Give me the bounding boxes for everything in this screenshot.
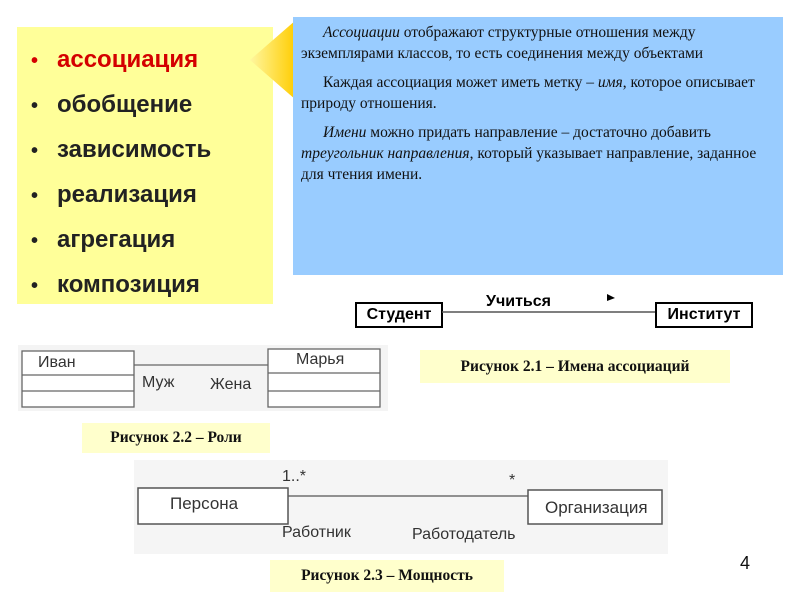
text: отображают структурные отношения между э… — [301, 24, 704, 62]
topic-list-panel: • ассоциация • обобщение • зависимость • реа… — [17, 27, 273, 304]
term: треугольник направления — [301, 145, 470, 162]
figure-caption: Рисунок 2.1 – Имена ассоциаций — [420, 350, 730, 383]
term: Имени — [323, 124, 367, 141]
list-item: • обобщение — [31, 82, 273, 127]
paragraph: Каждая ассоциация может иметь метку – им… — [293, 72, 783, 114]
association-name: Учиться — [486, 293, 551, 310]
bullet-icon: • — [31, 95, 39, 117]
term: имя — [597, 74, 623, 91]
list-item: • ассоциация — [31, 37, 273, 82]
text: Каждая ассоциация может иметь метку – — [323, 74, 598, 91]
role-wife: Жена — [210, 376, 252, 393]
figure-caption: Рисунок 2.3 – Мощность — [270, 560, 504, 592]
list-item-label: обобщение — [57, 91, 193, 118]
roles-diagram — [18, 345, 388, 411]
paragraph: Ассоциации отображают структурные отноше… — [293, 22, 783, 64]
class-organization: Организация — [545, 498, 648, 517]
role-husband: Муж — [142, 374, 175, 391]
multiplicity-right: * — [509, 472, 516, 489]
paragraph: Имени можно придать направление – достат… — [293, 122, 783, 185]
bullet-icon: • — [31, 50, 39, 72]
class-marya: Марья — [296, 351, 345, 368]
text: , которое описывает природу отношения. — [301, 74, 755, 112]
role-employer: Работодатель — [412, 526, 516, 543]
list-item-label: ассоциация — [57, 46, 199, 73]
list-item-label: агрегация — [57, 226, 176, 253]
topic-list: • ассоциация • обобщение • зависимость • реа… — [17, 27, 273, 307]
class-institute: Институт — [655, 302, 753, 328]
page-number: 4 — [740, 553, 751, 573]
figure-caption: Рисунок 2.2 – Роли — [82, 423, 270, 453]
list-item: • реализация — [31, 172, 273, 217]
list-item: • агрегация — [31, 217, 273, 262]
text: можно придать направление – достаточно д… — [366, 124, 711, 141]
association-line — [442, 294, 656, 313]
term: Ассоциации — [323, 24, 400, 41]
text: , который указывает направление, заданно… — [301, 145, 757, 183]
direction-triangle-icon — [607, 294, 615, 301]
list-item-label: зависимость — [57, 136, 212, 163]
multiplicity-left: 1..* — [282, 468, 307, 485]
bullet-icon: • — [31, 140, 39, 162]
list-item-label: композиция — [57, 271, 200, 298]
role-employee: Работник — [282, 524, 351, 541]
class-student: Студент — [355, 302, 443, 328]
class-person: Персона — [170, 494, 239, 513]
multiplicity-diagram — [134, 460, 668, 554]
bullet-icon: • — [31, 185, 39, 207]
list-item: • композиция — [31, 262, 273, 307]
bullet-icon: • — [31, 275, 39, 297]
bullet-icon: • — [31, 230, 39, 252]
class-ivan: Иван — [38, 354, 76, 371]
list-item-label: реализация — [57, 181, 197, 208]
list-item: • зависимость — [31, 127, 273, 172]
association-description: Ассоциации отображают структурные отноше… — [293, 17, 783, 275]
